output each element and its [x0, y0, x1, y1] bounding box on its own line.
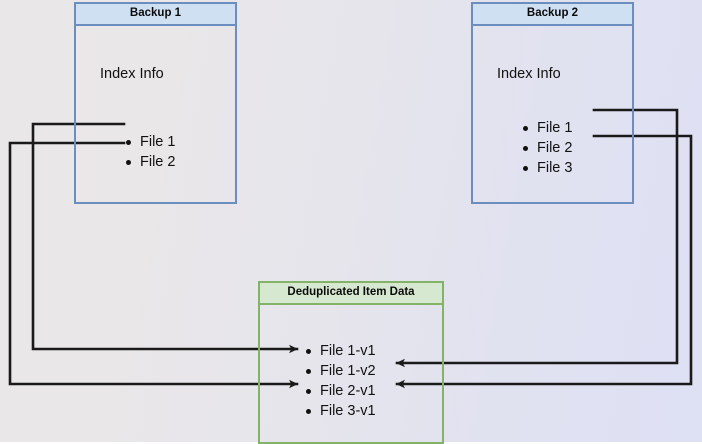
node-deduplicated-item-data[interactable]: Deduplicated Item Data File 1-v1 File 1-…: [258, 281, 444, 444]
list-item: File 2: [521, 138, 572, 158]
node-backup-1-title: Backup 1: [76, 4, 235, 26]
list-item: File 1-v2: [304, 361, 376, 381]
list-item: File 1: [124, 132, 175, 152]
node-backup-2-title: Backup 2: [473, 4, 632, 26]
backup-1-index-info-label: Index Info: [100, 66, 164, 82]
dedup-file-list: File 1-v1 File 1-v2 File 2-v1 File 3-v1: [304, 341, 376, 421]
list-item: File 1-v1: [304, 341, 376, 361]
node-backup-2-body: Index Info File 1 File 2 File 3: [473, 26, 632, 202]
node-deduplicated-item-data-body: File 1-v1 File 1-v2 File 2-v1 File 3-v1: [260, 305, 442, 442]
list-item: File 3: [521, 158, 572, 178]
node-backup-1[interactable]: Backup 1 Index Info File 1 File 2: [74, 2, 237, 204]
backup-2-index-info-label: Index Info: [497, 66, 561, 82]
backup-2-file-list: File 1 File 2 File 3: [521, 118, 572, 178]
node-backup-1-body: Index Info File 1 File 2: [76, 26, 235, 202]
list-item: File 2: [124, 152, 175, 172]
list-item: File 2-v1: [304, 381, 376, 401]
list-item: File 1: [521, 118, 572, 138]
node-deduplicated-item-data-title: Deduplicated Item Data: [260, 283, 442, 305]
backup-1-file-list: File 1 File 2: [124, 132, 175, 172]
list-item: File 3-v1: [304, 401, 376, 421]
node-backup-2[interactable]: Backup 2 Index Info File 1 File 2 File 3: [471, 2, 634, 204]
